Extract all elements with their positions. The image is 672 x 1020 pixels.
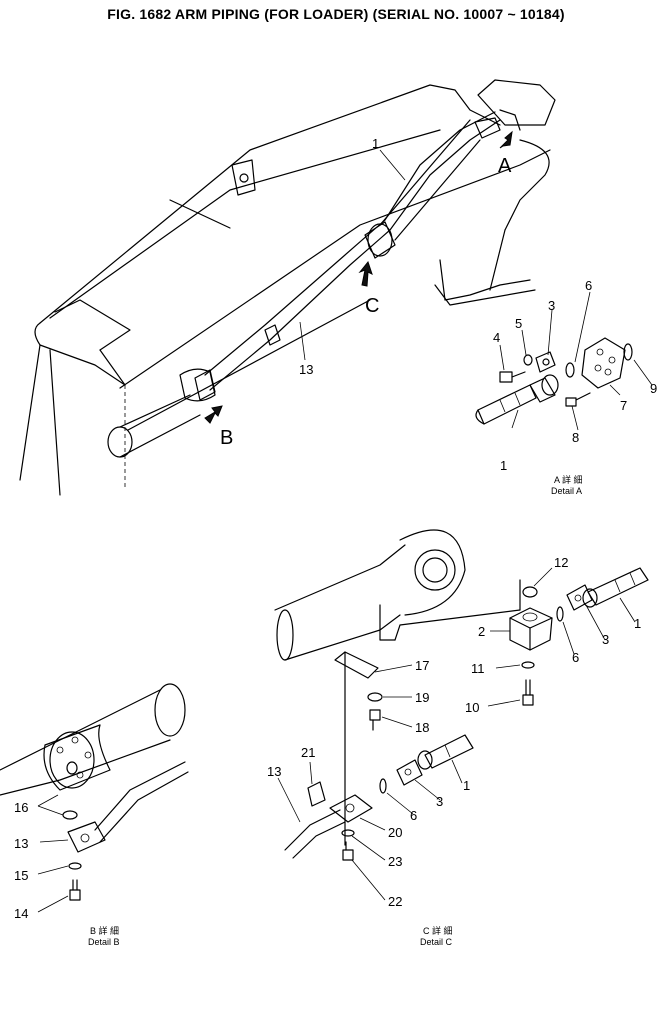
callout-10-c: 10 [465,700,479,715]
callout-19-c: 19 [415,690,429,705]
callout-1-c-upper: 1 [634,616,641,631]
callout-12-c: 12 [554,555,568,570]
view-label-a: A [498,155,512,177]
view-arrow-c: C [358,260,379,317]
view-label-c: C [365,295,379,317]
callout-14-b: 14 [14,906,28,921]
view-label-b: B [220,427,233,449]
callout-4-a: 4 [493,330,500,345]
caption-detail-a: Detail A [551,486,582,496]
callout-13-c: 13 [267,764,281,779]
callout-3-a: 3 [548,298,555,313]
view-arrow-a: A [498,130,513,177]
page-title: FIG. 1682 ARM PIPING (FOR LOADER) (SERIA… [107,6,565,22]
callout-6-c-upper: 6 [572,650,579,665]
callout-9-a: 9 [650,381,657,396]
callout-22-c: 22 [388,894,402,909]
callout-8-a: 8 [572,430,579,445]
caption-detail-b-jp: B 詳 細 [90,925,119,936]
callout-15-b: 15 [14,868,28,883]
callout-1-main: 1 [372,136,379,151]
callout-1-c-lower: 1 [463,778,470,793]
callout-17-c: 17 [415,658,429,673]
callout-7-a: 7 [620,398,627,413]
callout-3-c-upper: 3 [602,632,609,647]
callout-21-c: 21 [301,745,315,760]
view-arrow-b: B [204,405,233,449]
caption-detail-c: Detail C [420,937,453,947]
detail-b-parts [0,683,189,913]
callout-5-a: 5 [515,316,522,331]
callout-6-a: 6 [585,278,592,293]
detail-c-parts [274,529,649,901]
detail-a-parts [475,291,653,431]
callout-1-a: 1 [500,458,507,473]
callout-23-c: 23 [388,854,402,869]
callout-2-c: 2 [478,624,485,639]
callout-11-c: 11 [471,661,485,676]
callout-18-c: 18 [415,720,429,735]
callout-13-b: 13 [14,836,28,851]
arm-assembly [19,79,556,496]
callout-20-c: 20 [388,825,402,840]
callout-16-b: 16 [14,800,28,815]
caption-detail-a-jp: A 詳 細 [554,474,583,485]
callout-13-main: 13 [299,362,313,377]
callout-6-c-lower: 6 [410,808,417,823]
caption-detail-b: Detail B [88,937,120,947]
callout-3-c-lower: 3 [436,794,443,809]
caption-detail-c-jp: C 詳 細 [423,925,453,936]
